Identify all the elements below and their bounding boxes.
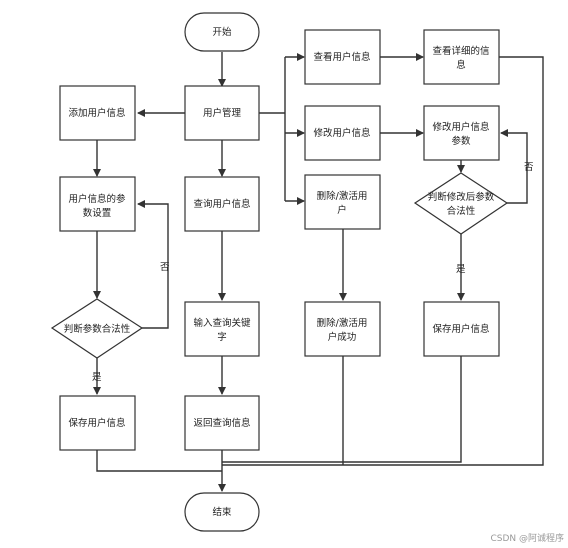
yes-label-left: 是 xyxy=(92,372,102,383)
param-set-label-line2: 数设置 xyxy=(83,207,112,219)
query-user-node: 查询用户信息 xyxy=(184,176,260,232)
return-query-node: 返回查询信息 xyxy=(184,395,260,451)
save-right-node: 保存用户信息 xyxy=(423,301,500,357)
input-keyword-label-line1: 输入查询关键 xyxy=(193,317,251,329)
save-right-label: 保存用户信息 xyxy=(432,323,489,335)
save-left-label: 保存用户信息 xyxy=(68,417,125,429)
return-query-label: 返回查询信息 xyxy=(193,417,250,429)
user-mgmt-label: 用户管理 xyxy=(203,107,242,119)
add-user-node: 添加用户信息 xyxy=(59,85,136,141)
param-set-node: 用户信息的参 数设置 xyxy=(59,176,136,232)
view-user-label: 查看用户信息 xyxy=(313,51,370,63)
user-mgmt-node: 用户管理 xyxy=(184,85,260,141)
delete-success-label-line1: 删除/激活用 xyxy=(317,317,368,329)
modify-param-label-line2: 参数 xyxy=(451,135,471,147)
add-user-label: 添加用户信息 xyxy=(68,107,125,119)
watermark: CSDN @阿诚程序 xyxy=(490,532,564,544)
view-detail-label-line1: 查看详细的信 xyxy=(432,45,489,57)
delete-user-node: 删除/激活用 户 xyxy=(304,174,381,230)
param-set-label-line1: 用户信息的参 xyxy=(68,193,126,205)
modify-user-label: 修改用户信息 xyxy=(313,127,370,139)
end-label: 结束 xyxy=(212,506,232,518)
no-label-right: 否 xyxy=(524,162,534,173)
start-node: 开始 xyxy=(184,12,260,52)
modify-user-node: 修改用户信息 xyxy=(304,105,381,161)
delete-user-label-line2: 户 xyxy=(337,204,347,216)
judge-left-node: 判断参数合法性 xyxy=(50,298,144,359)
yes-label-right: 是 xyxy=(456,264,466,275)
query-user-label: 查询用户信息 xyxy=(193,198,250,210)
view-user-node: 查看用户信息 xyxy=(304,29,381,85)
modify-param-label-line1: 修改用户信息 xyxy=(432,121,489,133)
start-label: 开始 xyxy=(212,26,232,38)
no-label-left: 否 xyxy=(160,262,170,273)
modify-param-node: 修改用户信息 参数 xyxy=(423,105,500,161)
judge-right-label-line2: 合法性 xyxy=(447,205,476,217)
delete-success-node: 删除/激活用 户成功 xyxy=(304,301,381,357)
end-node: 结束 xyxy=(184,492,260,532)
judge-left-label: 判断参数合法性 xyxy=(64,323,131,335)
view-detail-node: 查看详细的信 息 xyxy=(423,29,500,85)
input-keyword-label-line2: 字 xyxy=(217,331,227,343)
delete-user-label-line1: 删除/激活用 xyxy=(317,190,368,202)
judge-right-node: 判断修改后参数 合法性 xyxy=(413,172,509,235)
input-keyword-node: 输入查询关键 字 xyxy=(184,301,260,357)
view-detail-label-line2: 息 xyxy=(456,59,466,71)
connector-lines xyxy=(93,52,544,492)
judge-right-label-line1: 判断修改后参数 xyxy=(428,191,495,203)
save-left-node: 保存用户信息 xyxy=(59,395,136,451)
delete-success-label-line2: 户成功 xyxy=(328,331,357,343)
